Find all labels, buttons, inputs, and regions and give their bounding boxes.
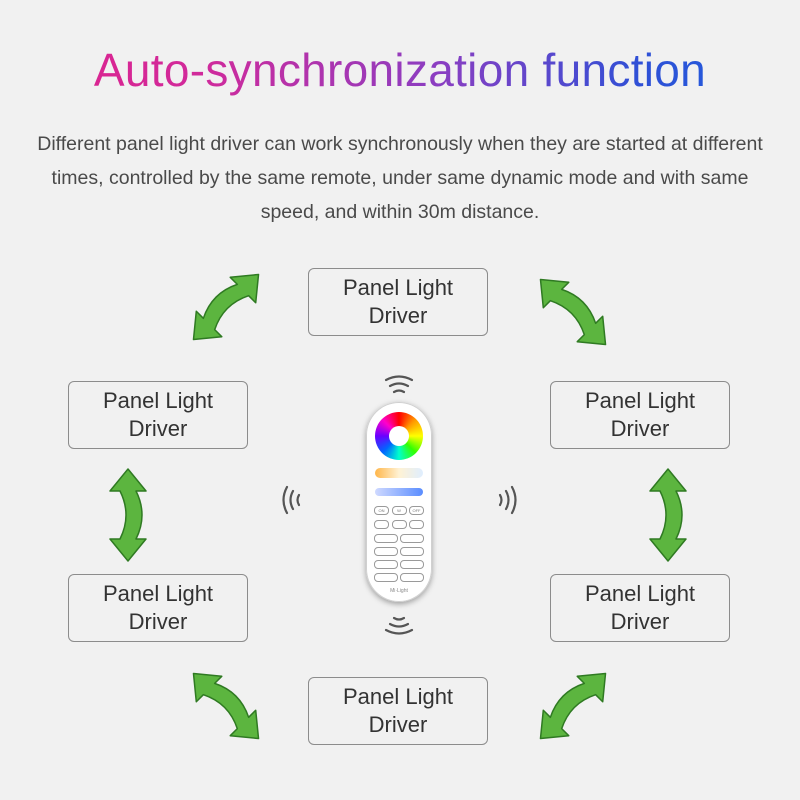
signal-top-icon: [384, 375, 414, 394]
sync-arrow-right-icon: [649, 468, 687, 562]
driver-box-lower-left: Panel Light Driver: [68, 574, 248, 642]
brightness-slider: [375, 488, 423, 496]
remote-white-button: W: [391, 506, 407, 515]
remote-button: [374, 520, 389, 529]
remote-zone-button: [400, 534, 424, 543]
remote-button-row: ON W OFF: [374, 506, 424, 515]
remote-button: [409, 520, 424, 529]
driver-box-upper-right: Panel Light Driver: [550, 381, 730, 449]
signal-left-icon: [282, 485, 301, 515]
remote-zone-row: [374, 573, 424, 582]
remote-brand-logo: Mi·Light: [390, 588, 408, 594]
remote-zone-button: [400, 547, 424, 556]
remote-zone-button: [374, 534, 398, 543]
signal-bottom-icon: [384, 616, 414, 635]
driver-box-top: Panel Light Driver: [308, 268, 488, 336]
description-text: Different panel light driver can work sy…: [37, 133, 763, 223]
sync-arrow-bottom-left-icon: [179, 659, 273, 753]
driver-label: Panel Light Driver: [102, 388, 214, 441]
remote-zone-button: [374, 547, 398, 556]
sync-arrow-top-left-icon: [179, 260, 273, 354]
sync-arrow-bottom-right-icon: [526, 659, 620, 753]
driver-box-bottom: Panel Light Driver: [308, 677, 488, 745]
driver-label: Panel Light Driver: [584, 581, 696, 634]
remote-zone-button: [374, 573, 398, 582]
remote-zone-row: [374, 560, 424, 569]
remote-zone-row: [374, 547, 424, 556]
sync-arrow-top-right-icon: [526, 265, 620, 359]
driver-label: Panel Light Driver: [342, 275, 454, 328]
page-title: Auto-synchronization function: [0, 40, 800, 100]
color-wheel-icon: [375, 412, 423, 460]
remote-on-button: ON: [374, 506, 389, 515]
remote-button-row: [374, 520, 424, 529]
driver-label: Panel Light Driver: [102, 581, 214, 634]
sync-arrow-left-icon: [109, 468, 147, 562]
color-temperature-slider: [375, 468, 423, 478]
remote-zone-button: [400, 560, 424, 569]
driver-box-upper-left: Panel Light Driver: [68, 381, 248, 449]
remote-zone-button: [400, 573, 424, 582]
remote-button: [391, 520, 407, 529]
signal-right-icon: [498, 485, 517, 515]
remote-zone-row: [374, 534, 424, 543]
remote-off-button: OFF: [409, 506, 424, 515]
driver-label: Panel Light Driver: [584, 388, 696, 441]
driver-box-lower-right: Panel Light Driver: [550, 574, 730, 642]
driver-label: Panel Light Driver: [342, 684, 454, 737]
remote-control-image: ON W OFF Mi·Light: [366, 402, 432, 602]
remote-zone-button: [374, 560, 398, 569]
